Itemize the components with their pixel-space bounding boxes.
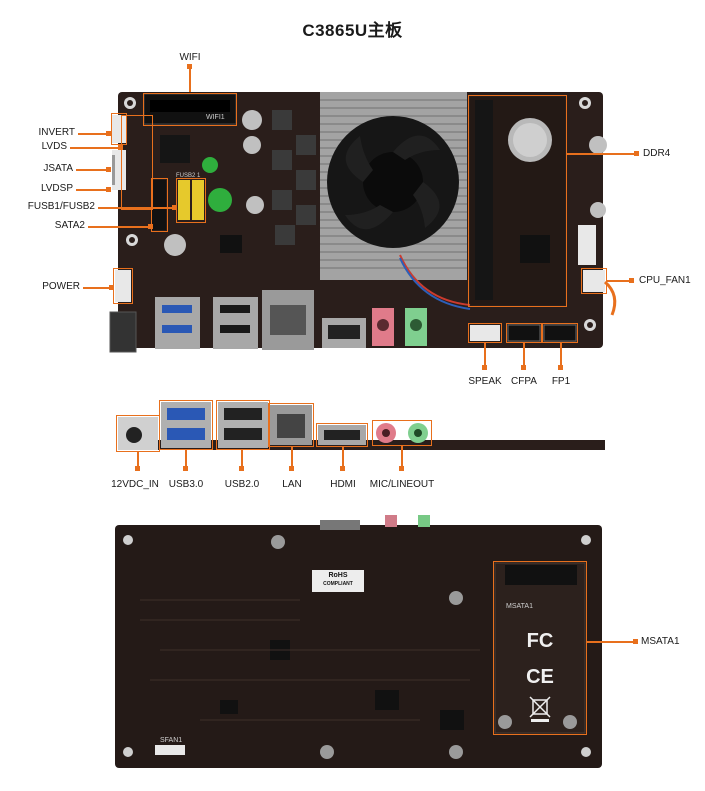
leader-fp1 bbox=[560, 343, 562, 367]
label-fusb: FUSB1/FUSB2 bbox=[27, 201, 95, 212]
leader-cpu-fan-end bbox=[629, 278, 634, 283]
leader-dc-in-end bbox=[135, 466, 140, 471]
leader-power bbox=[83, 287, 111, 289]
leader-audio bbox=[401, 446, 403, 469]
leader-lvds-end bbox=[118, 145, 123, 150]
speak-box bbox=[468, 323, 502, 343]
leader-lan-end bbox=[289, 466, 294, 471]
label-cfpa: CFPA bbox=[511, 376, 537, 387]
msata-silk: MSATA1 bbox=[506, 603, 533, 610]
leader-lvdsp-end bbox=[106, 187, 111, 192]
leader-dc-in bbox=[137, 452, 139, 469]
leader-lan bbox=[291, 447, 293, 469]
leader-audio-end bbox=[399, 466, 404, 471]
ddr4-box bbox=[468, 95, 567, 307]
leader-fp1-end bbox=[558, 365, 563, 370]
leader-usb3 bbox=[185, 450, 187, 469]
ce-mark: CE bbox=[526, 666, 554, 688]
usb3-box bbox=[159, 400, 213, 450]
leader-cpu-fan bbox=[607, 280, 631, 282]
leader-hdmi-end bbox=[340, 466, 345, 471]
leader-usb2 bbox=[241, 450, 243, 469]
label-wifi: WIFI bbox=[179, 52, 201, 63]
leader-usb2-end bbox=[239, 466, 244, 471]
dc-in-box bbox=[116, 415, 160, 452]
cfpa-box bbox=[506, 323, 542, 343]
sfan-silk: SFAN1 bbox=[160, 737, 183, 744]
leader-msata-end bbox=[633, 639, 638, 644]
hdmi-box bbox=[316, 423, 368, 447]
fcc-mark: FC bbox=[526, 630, 554, 652]
rohs-logo-title: RoHS bbox=[328, 572, 348, 579]
leader-sata2-end bbox=[148, 224, 153, 229]
leader-fusb-end bbox=[172, 205, 177, 210]
label-dc-in: 12VDC_IN bbox=[111, 479, 159, 490]
leader-invert bbox=[78, 133, 108, 135]
fusb-box bbox=[176, 178, 206, 223]
leader-usb3-end bbox=[183, 466, 188, 471]
cpu-fan-box bbox=[581, 268, 607, 294]
rohs-logo: RoHS COMPLIANT bbox=[314, 571, 362, 589]
label-lvds: LVDS bbox=[41, 141, 67, 152]
leader-power-end bbox=[109, 285, 114, 290]
usb2-box bbox=[216, 400, 270, 450]
label-sata2: SATA2 bbox=[54, 220, 85, 231]
label-speak: SPEAK bbox=[468, 376, 502, 387]
leader-sata2 bbox=[88, 226, 150, 228]
label-cpu-fan: CPU_FAN1 bbox=[639, 275, 691, 286]
label-usb3: USB3.0 bbox=[168, 479, 204, 490]
label-usb2: USB2.0 bbox=[224, 479, 260, 490]
label-lan: LAN bbox=[282, 479, 302, 490]
io-side-board bbox=[118, 402, 605, 450]
leader-cfpa-end bbox=[521, 365, 526, 370]
fusb-silk: FUSB2 1 bbox=[176, 173, 201, 179]
leader-fusb bbox=[98, 207, 174, 209]
leader-hdmi bbox=[342, 447, 344, 469]
leader-jsata bbox=[76, 169, 108, 171]
leader-jsata-end bbox=[106, 167, 111, 172]
sata2-box bbox=[151, 178, 168, 232]
leader-msata bbox=[587, 641, 635, 643]
label-invert: INVERT bbox=[38, 127, 76, 138]
label-jsata: JSATA bbox=[43, 163, 73, 174]
lvds-box bbox=[121, 115, 153, 210]
lan-box bbox=[268, 403, 314, 447]
leader-wifi bbox=[189, 65, 191, 92]
audio-box bbox=[372, 420, 432, 446]
leader-speak bbox=[484, 343, 486, 367]
label-msata: MSATA1 bbox=[641, 636, 680, 647]
fp1-box bbox=[542, 323, 578, 343]
leader-speak-end bbox=[482, 365, 487, 370]
bottom-board bbox=[115, 515, 602, 768]
top-board bbox=[109, 92, 617, 353]
leader-invert-end bbox=[106, 131, 111, 136]
leader-lvds bbox=[70, 147, 120, 149]
label-audio: MIC/LINEOUT bbox=[369, 479, 435, 490]
wifi-box bbox=[143, 93, 237, 126]
label-power: POWER bbox=[42, 281, 80, 292]
leader-ddr4 bbox=[567, 153, 635, 155]
leader-wifi-end bbox=[187, 64, 192, 69]
invert-box bbox=[111, 113, 127, 145]
wifi-silk: WIFI1 bbox=[206, 114, 225, 121]
leader-cfpa bbox=[523, 343, 525, 367]
msata-box bbox=[493, 561, 587, 735]
power-box bbox=[113, 268, 133, 304]
label-hdmi: HDMI bbox=[330, 479, 356, 490]
leader-lvdsp bbox=[76, 189, 108, 191]
page-title: C3865U主板 bbox=[302, 21, 403, 40]
label-fp1: FP1 bbox=[551, 376, 571, 387]
leader-ddr4-end bbox=[634, 151, 639, 156]
rohs-logo-subtitle: COMPLIANT bbox=[323, 581, 353, 587]
label-ddr4: DDR4 bbox=[643, 148, 671, 159]
label-lvdsp: LVDSP bbox=[40, 183, 73, 194]
